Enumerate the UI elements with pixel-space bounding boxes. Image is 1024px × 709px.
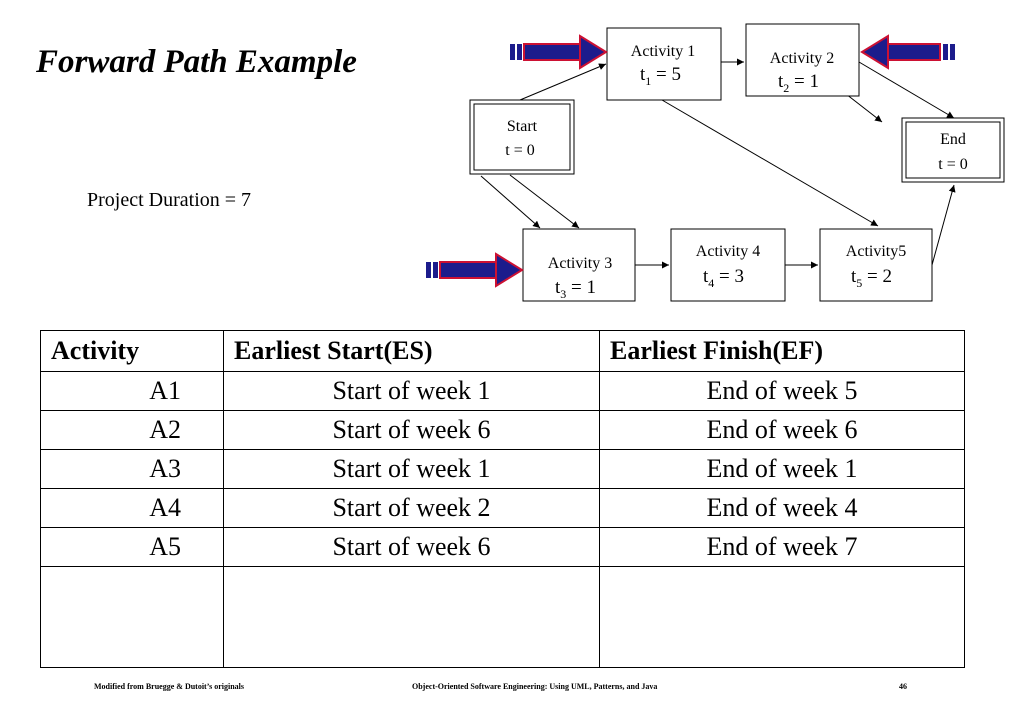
activity-network-diagram: Start t = 0 End t = 0 Activity 1 t1 = 5 … [426,23,1005,302]
end-label: End [940,131,966,148]
table-row: A4 Start of week 2 End of week 4 [40,488,965,528]
activity2-label: Activity 2 [770,50,834,67]
table-row: A2 Start of week 6 End of week 6 [40,410,965,450]
table-row: A5 Start of week 6 End of week 7 [40,527,965,567]
node-activity3: Activity 3 t3 = 1 [522,228,636,302]
cell-activity: A5 [40,527,224,567]
activity4-duration: t4 = 3 [703,266,744,290]
start-label: Start [507,118,538,135]
edge-start-activity1 [519,63,607,101]
slide-title: Forward Path Example [36,44,357,80]
header-activity: Activity [40,330,224,372]
cell-empty [40,566,224,668]
start-t: t = 0 [505,142,534,159]
footer-book-title: Object-Oriented Software Engineering: Us… [412,682,658,691]
activity2-duration: t2 = 1 [778,71,819,95]
table-empty-row [40,566,965,668]
cell-ef: End of week 7 [599,527,965,567]
pointer-arrow-activity1 [510,34,608,70]
schedule-table: Activity Earliest Start(ES) Earliest Fin… [40,330,965,668]
edge-start-activity3-b [509,174,580,229]
project-duration: Project Duration = 7 [87,189,252,211]
cell-ef: End of week 6 [599,410,965,450]
header-earliest-start: Earliest Start(ES) [223,330,600,372]
node-activity5: Activity5 t5 = 2 [819,228,933,302]
footer-page-number: 46 [899,682,907,691]
cell-ef: End of week 5 [599,371,965,411]
cell-activity: A4 [40,488,224,528]
node-end: End t = 0 [901,117,1005,183]
edge-activity2-end [858,61,955,119]
cell-es: Start of week 1 [223,449,600,489]
cell-activity: A1 [40,371,224,411]
table-row: A1 Start of week 1 End of week 5 [40,371,965,411]
activity3-label: Activity 3 [548,255,612,272]
node-activity1: Activity 1 t1 = 5 [606,27,722,101]
cell-es: Start of week 2 [223,488,600,528]
cell-empty [599,566,965,668]
cell-activity: A3 [40,449,224,489]
cell-es: Start of week 6 [223,527,600,567]
node-activity4: Activity 4 t4 = 3 [670,228,786,302]
header-earliest-finish: Earliest Finish(EF) [599,330,965,372]
activity3-duration: t3 = 1 [555,277,596,301]
activity1-duration: t1 = 5 [640,64,681,88]
activity1-label: Activity 1 [631,43,695,60]
table-row: A3 Start of week 1 End of week 1 [40,449,965,489]
activity5-label: Activity5 [846,243,906,260]
cell-es: Start of week 6 [223,410,600,450]
node-start: Start t = 0 [469,99,575,175]
activity4-label: Activity 4 [696,243,760,260]
pointer-arrow-activity3 [426,252,524,288]
table-header-row: Activity Earliest Start(ES) Earliest Fin… [40,330,965,372]
cell-activity: A2 [40,410,224,450]
edge-activity5-end [931,184,956,266]
pointer-arrow-activity2 [860,34,955,70]
network-edges [480,57,956,272]
footer-credit: Modified from Bruegge & Dutoit’s origina… [94,682,244,691]
cell-ef: End of week 1 [599,449,965,489]
node-activity2: Activity 2 t2 = 1 [745,23,860,97]
cell-empty [223,566,600,668]
edge-activity1-activity5 [661,99,879,227]
cell-ef: End of week 4 [599,488,965,528]
activity5-duration: t5 = 2 [851,266,892,290]
edge-start-activity3-a [480,175,541,229]
end-t: t = 0 [938,156,967,173]
cell-es: Start of week 1 [223,371,600,411]
